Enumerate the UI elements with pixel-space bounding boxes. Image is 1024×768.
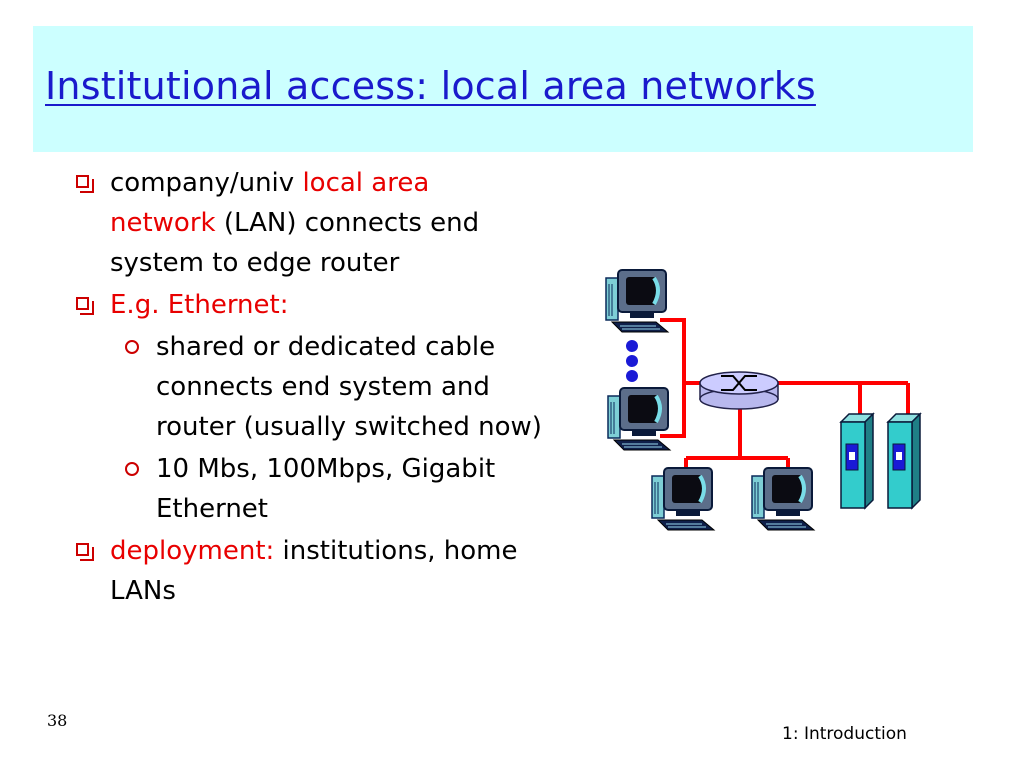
- sub-bullet-text: shared or dedicated cable connects end s…: [156, 332, 542, 442]
- bullet-item: company/univ local area network (LAN) co…: [72, 163, 542, 283]
- bullet-item: E.g. Ethernet:: [72, 285, 542, 325]
- bullet-list: company/univ local area network (LAN) co…: [72, 163, 542, 613]
- desktop-computer-icon: [604, 268, 670, 334]
- server-icon: [840, 413, 874, 509]
- title-band: [33, 26, 973, 152]
- server-icon: [887, 413, 921, 509]
- square-bullet-icon: [76, 175, 94, 193]
- square-bullet-icon: [76, 297, 94, 315]
- vertical-ellipsis-icon: [626, 340, 638, 382]
- sub-bullet-item: shared or dedicated cable connects end s…: [72, 327, 542, 447]
- sub-bullet-text: 10 Mbs, 100Mbps, Gigabit Ethernet: [156, 454, 496, 524]
- bullet-text: company/univ: [110, 168, 303, 198]
- footer-label: 1: Introduction: [782, 724, 907, 744]
- switch-icon: [699, 371, 779, 410]
- bullet-text-highlight: deployment:: [110, 536, 275, 566]
- desktop-computer-icon: [650, 466, 716, 532]
- bullet-text-highlight: local area network: [110, 168, 430, 238]
- page-title: Institutional access: local area network…: [45, 64, 816, 108]
- desktop-computer-icon: [750, 466, 816, 532]
- circle-bullet-icon: [125, 462, 139, 476]
- bullet-text: institutions, home LANs: [110, 536, 518, 606]
- bullet-text: (LAN) connects end system to edge router: [110, 208, 480, 278]
- square-bullet-icon: [76, 543, 94, 561]
- circle-bullet-icon: [125, 340, 139, 354]
- bullet-text-highlight: E.g. Ethernet:: [110, 290, 289, 320]
- bullet-item: deployment: institutions, home LANs: [72, 531, 542, 611]
- slide-number: 38: [47, 711, 68, 730]
- desktop-computer-icon: [606, 386, 672, 452]
- sub-bullet-item: 10 Mbs, 100Mbps, Gigabit Ethernet: [72, 449, 542, 529]
